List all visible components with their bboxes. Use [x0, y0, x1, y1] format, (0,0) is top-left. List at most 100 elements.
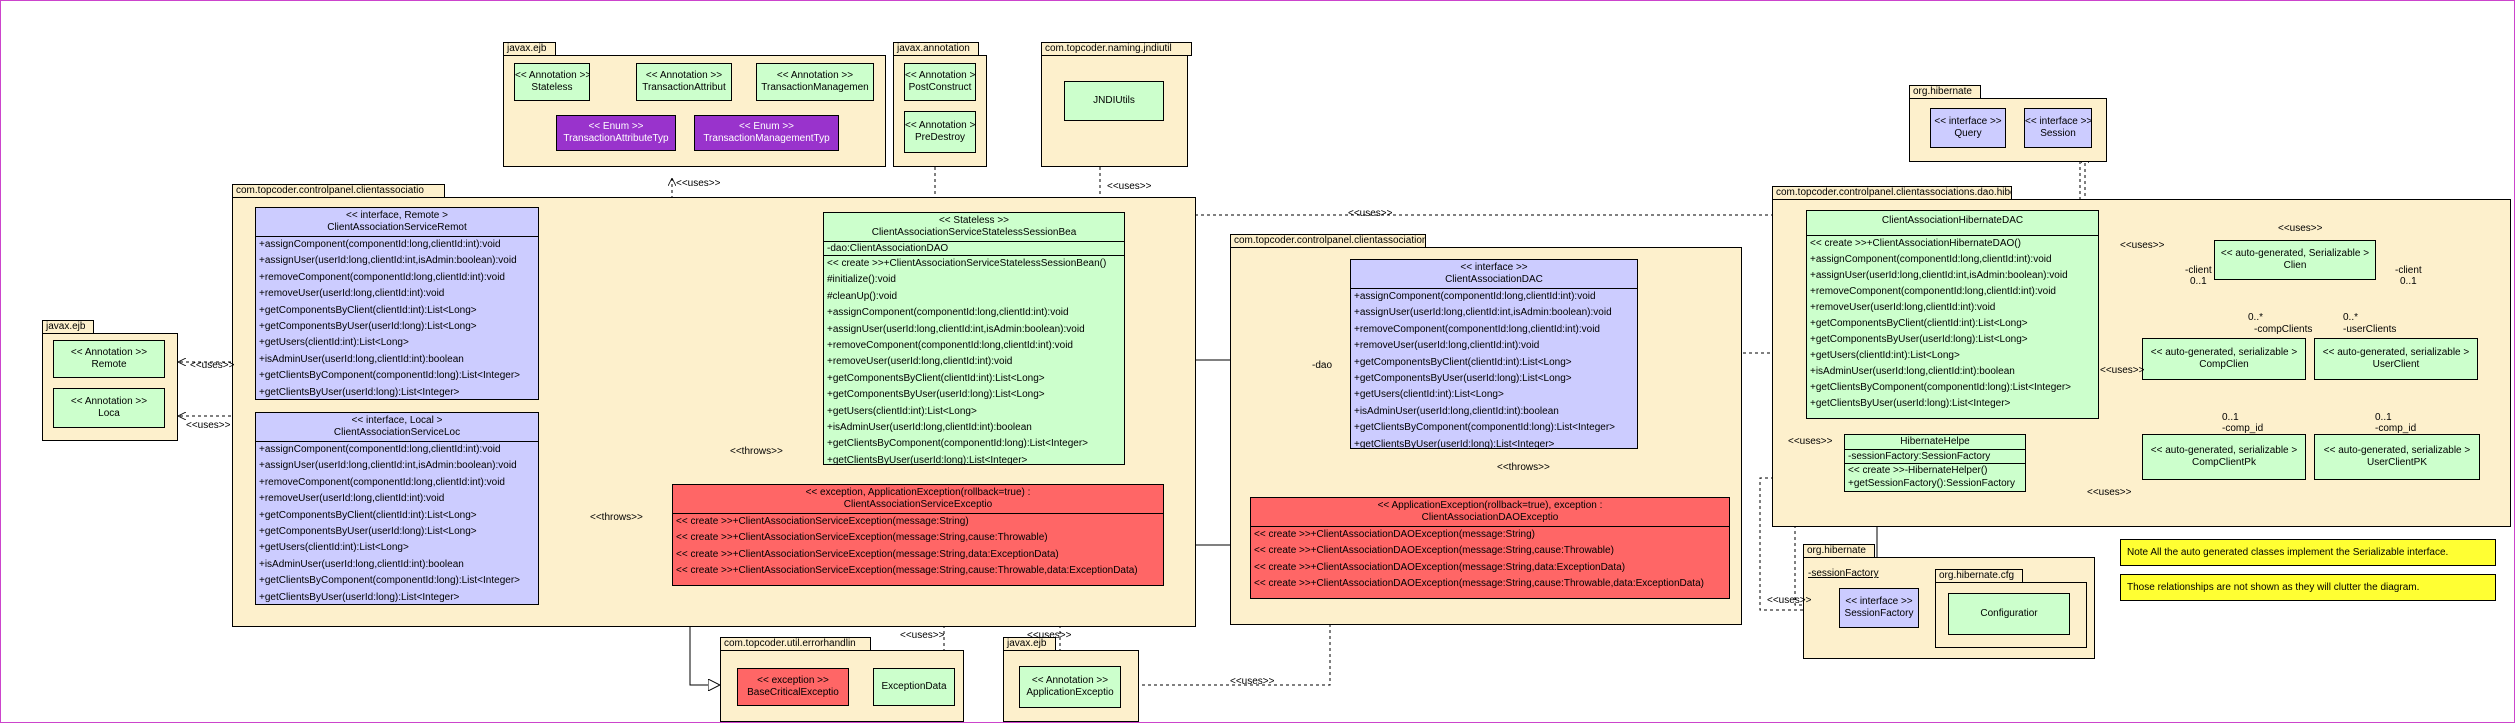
package-ejb-bottom: << Annotation >> ApplicationExceptio — [1003, 650, 1139, 722]
stateless-session-bean: << Stateless >> ClientAssociationService… — [823, 212, 1125, 466]
configuration-class: Configuratior — [1948, 593, 2070, 635]
hibernate-helper-operations: << create >>-HibernateHelper() +getSessi… — [1845, 464, 2025, 490]
session-interface: << interface >> Session — [2024, 108, 2092, 148]
session-factory-interface: << interface >> SessionFactory — [1839, 588, 1919, 628]
operation: +isAdminUser(userId:long,clientId:int):b… — [259, 558, 464, 570]
operation: +getComponentsByUser(userId:long):List<L… — [827, 389, 1045, 401]
dao-operations: +assignComponent(componentId:long,client… — [1351, 289, 1637, 453]
uses-line-dao-exc — [1120, 600, 1331, 685]
operation: +getClientsByComponent(componentId:long)… — [259, 575, 520, 587]
operation: +removeComponent(componentId:long,client… — [827, 340, 1073, 352]
label-client-right: -client — [2395, 265, 2422, 276]
package-tab-ejb-left: javax.ejb — [42, 320, 94, 334]
operation: +removeComponent(componentId:long,client… — [1810, 286, 2056, 297]
operation: +getUsers(clientId:int):List<Long> — [259, 542, 409, 554]
package-tab-hibernate-bottom: org.hibernate — [1803, 544, 1875, 558]
label-uses: <<uses>> — [1348, 208, 1393, 219]
session-factory-label: -sessionFactory — [1808, 568, 1879, 579]
operation: +assignUser(userId:long,clientId:int,isA… — [1354, 307, 1612, 319]
operation: +isAdminUser(userId:long,clientId:int):b… — [827, 422, 1032, 434]
client-association-hibernate-dao: ClientAssociationHibernateDAC << create … — [1806, 210, 2099, 419]
operation: +getClientsByUser(userId:long):List<Inte… — [259, 591, 460, 603]
hibernate-helper: HibernateHelpe -sessionFactory:SessionFa… — [1844, 434, 2026, 492]
package-tab-hibernate-top: org.hibernate — [1909, 85, 1981, 99]
operation: << create >>+ClientAssociationDAOExcepti… — [1254, 561, 1626, 573]
operation: +removeUser(userId:long,clientId:int):vo… — [1354, 340, 1540, 352]
operation: +getClientsByComponent(componentId:long)… — [827, 438, 1088, 450]
operation: +getComponentsByClient(clientId:int):Lis… — [259, 304, 477, 316]
operation: +getClientsByUser(userId:long):List<Inte… — [827, 454, 1028, 466]
label-uses: <<uses>> — [2120, 240, 2165, 251]
operation: << create >>+ClientAssociationHibernateD… — [1810, 238, 2021, 249]
service-exception-operations: << create >>+ClientAssociationServiceExc… — [673, 514, 1163, 580]
package-tab-hibernate-cfg: org.hibernate.cfg — [1935, 569, 2023, 583]
operation: +getComponentsByClient(clientId:int):Lis… — [1810, 318, 2028, 329]
label-throws: <<throws>> — [730, 446, 783, 457]
label-mult-01: 0..1 — [2190, 276, 2207, 287]
remote-annotation: << Annotation >> Remote — [53, 340, 165, 378]
hibernate-dao-operations: << create >>+ClientAssociationHibernateD… — [1807, 236, 2098, 412]
client-association-service-remote: << interface, Remote > ClientAssociation… — [255, 207, 539, 400]
label-uses: <<uses>> — [186, 420, 231, 431]
operation: +getComponentsByClient(clientId:int):Lis… — [259, 509, 477, 521]
operation: +getComponentsByClient(clientId:int):Lis… — [1354, 356, 1572, 368]
transaction-management-type-enum: << Enum >> TransactionManagementTyp — [694, 115, 839, 151]
label-dao: -dao — [1312, 360, 1333, 371]
package-tab-dao-hibernate: com.topcoder.controlpanel.clientassociat… — [1772, 186, 2012, 200]
session-bean-attribute: -dao:ClientAssociationDAO — [824, 242, 1124, 256]
label-mult-01: 0..1 — [2222, 412, 2239, 423]
operation: << create >>+ClientAssociationServiceExc… — [676, 548, 1059, 560]
operation: +assignComponent(componentId:long,client… — [827, 307, 1069, 319]
client-association-service-local: << interface, Local > ClientAssociationS… — [255, 412, 539, 605]
session-bean-operations: << create >>+ClientAssociationServiceSta… — [824, 256, 1124, 469]
operation: +getClientsByComponent(componentId:long)… — [1354, 422, 1615, 434]
operation: +isAdminUser(userId:long,clientId:int):b… — [1354, 405, 1559, 417]
operation: << create >>-HibernateHelper() — [1848, 465, 1988, 476]
operation: +isAdminUser(userId:long,clientId:int):b… — [259, 353, 464, 365]
label-mult-01: 0..1 — [2375, 412, 2392, 423]
operation: << create >>+ClientAssociationDAOExcepti… — [1254, 545, 1614, 557]
label-uses: <<uses>> — [1107, 181, 1152, 192]
package-tab-annotation: javax.annotation — [893, 42, 979, 56]
operation: +getUsers(clientId:int):List<Long> — [1810, 350, 1960, 361]
label-uses: <<uses>> — [2087, 487, 2132, 498]
operation: << create >>+ClientAssociationServiceExc… — [676, 516, 969, 527]
note-relationships: Those relationships are not shown as the… — [2120, 574, 2496, 601]
package-hibernate-top: << interface >> Query << interface >> Se… — [1909, 98, 2107, 162]
operation: << create >>+ClientAssociationServiceExc… — [676, 565, 1138, 577]
package-tab-ejb-top: javax.ejb — [503, 42, 556, 56]
label-compclients: -compClients — [2254, 324, 2313, 335]
label-uses: <<uses>> — [1788, 436, 1833, 447]
operation: +assignUser(userId:long,clientId:int,isA… — [1810, 270, 2068, 281]
operation: +getComponentsByUser(userId:long):List<L… — [259, 321, 477, 333]
operation: +getComponentsByUser(userId:long):List<L… — [1810, 334, 2028, 345]
operation: +removeComponent(componentId:long,client… — [1354, 323, 1600, 335]
operation: << create >>+ClientAssociationServiceSta… — [827, 258, 1107, 269]
label-client-left: -client — [2185, 265, 2212, 276]
label-mult-star: 0..* — [2343, 312, 2359, 323]
userclientpk-entity: << auto-generated, serializable > UserCl… — [2314, 434, 2480, 480]
package-annotation: << Annotation >> PostConstruct << Annota… — [893, 55, 987, 167]
operation: +getClientsByComponent(componentId:long)… — [1810, 382, 2071, 393]
client-association-dao-exception: << ApplicationException(rollback=true), … — [1250, 497, 1730, 599]
exception-data-class: ExceptionData — [873, 668, 955, 706]
dao-exception-operations: << create >>+ClientAssociationDAOExcepti… — [1251, 527, 1729, 593]
label-uses: <<uses>> — [1767, 595, 1812, 606]
compclient-entity: << auto-generated, serializable > CompCl… — [2142, 338, 2306, 380]
package-tab-errorhandling: com.topcoder.util.errorhandlin — [720, 637, 871, 651]
operation: #cleanUp():void — [827, 290, 898, 302]
operation: +removeComponent(componentId:long,client… — [259, 271, 505, 283]
label-uses: <<uses>> — [900, 630, 945, 641]
predestroy-annotation: << Annotation >> PreDestroy — [904, 111, 976, 153]
package-tab-ejb-bottom: javax.ejb — [1003, 637, 1056, 651]
operation: +getClientsByComponent(componentId:long)… — [259, 370, 520, 382]
package-ejb-left: << Annotation >> Remote << Annotation >>… — [42, 333, 178, 441]
operation: +assignUser(userId:long,clientId:int,isA… — [259, 255, 517, 267]
label-mult-star: 0..* — [2248, 312, 2264, 323]
hibernate-helper-attribute: -sessionFactory:SessionFactory — [1845, 450, 2025, 464]
label-userclients: -userClients — [2343, 324, 2397, 335]
operation: #initialize():void — [827, 274, 896, 286]
remote-operations: +assignComponent(componentId:long,client… — [256, 237, 538, 401]
operation: +removeUser(userId:long,clientId:int):vo… — [1810, 302, 1996, 313]
label-uses: <<uses>> — [190, 360, 235, 371]
